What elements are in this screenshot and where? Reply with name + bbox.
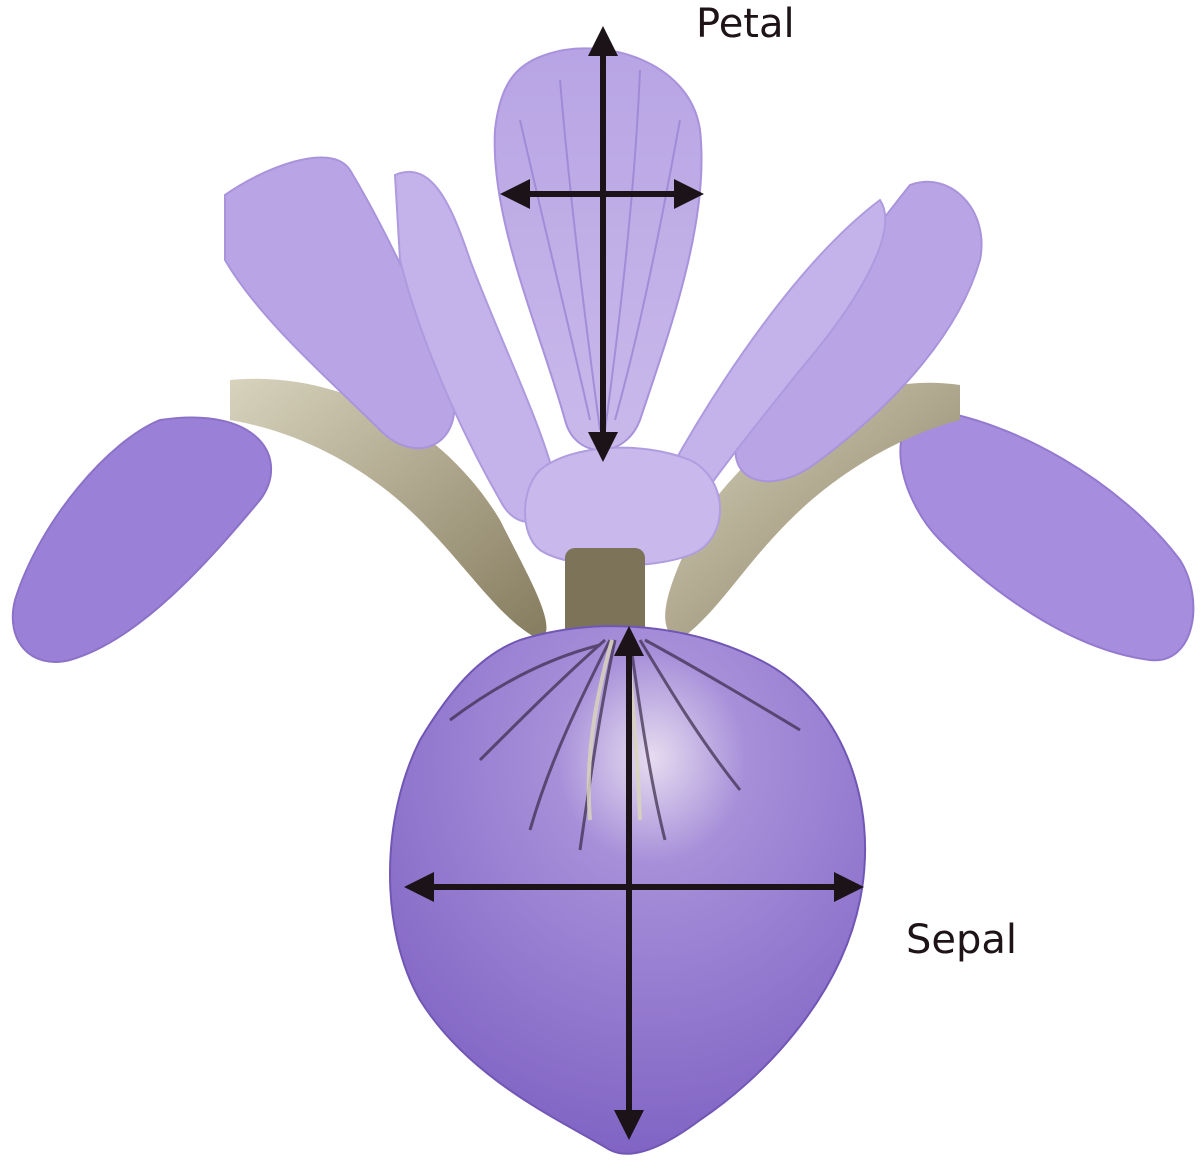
left-lateral-sepal	[11, 416, 273, 663]
right-lateral-sepal	[899, 408, 1195, 662]
petal-label: Petal	[696, 1, 795, 47]
right-throat-stalk	[665, 382, 960, 640]
sepal-veins	[449, 638, 801, 851]
central-petal	[493, 47, 703, 451]
sepal-label: Sepal	[906, 917, 1018, 963]
style-crest	[524, 446, 721, 567]
flower-center	[565, 548, 645, 638]
